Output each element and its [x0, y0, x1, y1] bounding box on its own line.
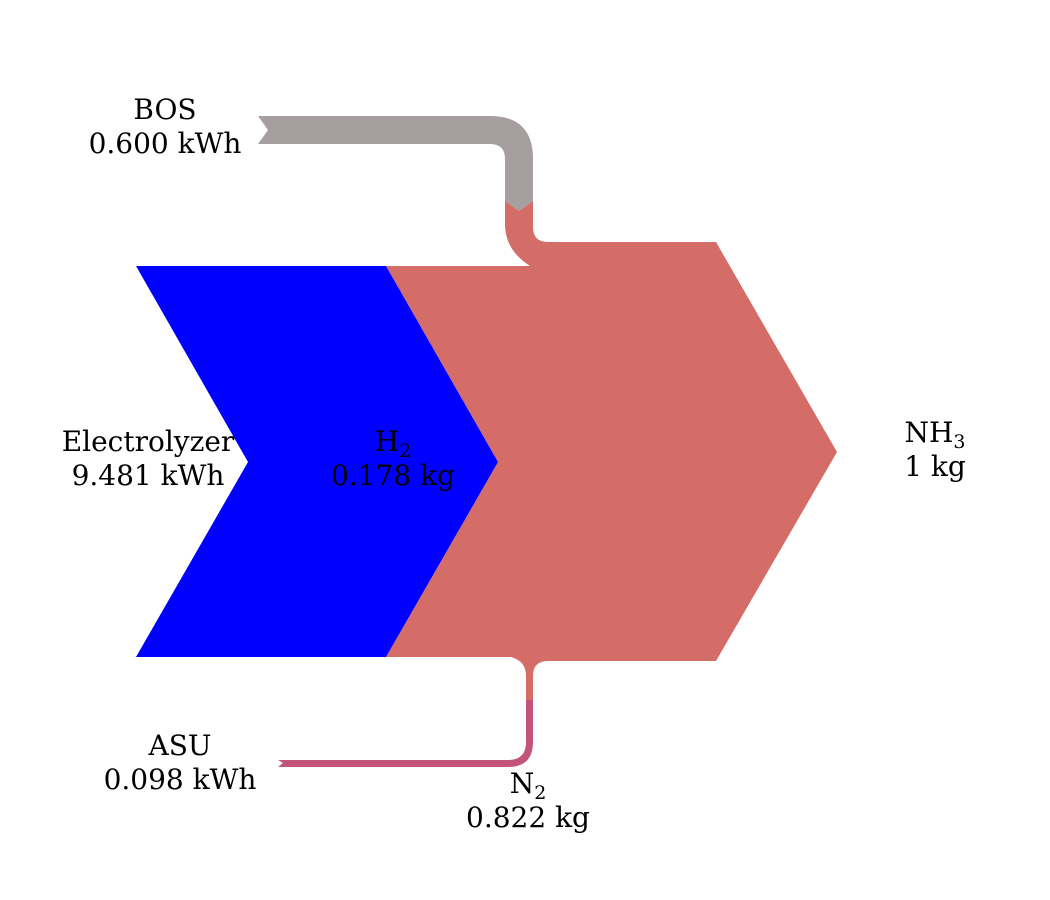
- nh3-label: NH3 1 kg: [880, 416, 990, 484]
- bos-value: 0.600 kWh: [88, 127, 242, 160]
- asu-name: ASU: [148, 729, 212, 762]
- nh3-flow: [386, 201, 837, 700]
- electrolyzer-value: 9.481 kWh: [71, 459, 225, 492]
- electrolyzer-name: Electrolyzer: [61, 425, 235, 458]
- nh3-name: NH3: [904, 416, 966, 453]
- nh3-value: 1 kg: [904, 450, 966, 483]
- bos-name: BOS: [133, 93, 197, 126]
- h2-label: H2 0.178 kg: [313, 425, 473, 493]
- h2-name: H2: [374, 425, 412, 462]
- bos-flow: [258, 116, 533, 211]
- asu-flow: [278, 700, 533, 767]
- asu-value: 0.098 kWh: [103, 763, 257, 796]
- asu-label: ASU 0.098 kWh: [85, 729, 275, 797]
- n2-label: N2 0.822 kg: [453, 767, 603, 835]
- n2-value: 0.822 kg: [466, 801, 590, 834]
- electrolyzer-flow: [136, 266, 498, 657]
- n2-name: N2: [509, 767, 547, 804]
- h2-value: 0.178 kg: [331, 459, 455, 492]
- bos-label: BOS 0.600 kWh: [70, 93, 260, 161]
- electrolyzer-label: Electrolyzer 9.481 kWh: [48, 425, 248, 493]
